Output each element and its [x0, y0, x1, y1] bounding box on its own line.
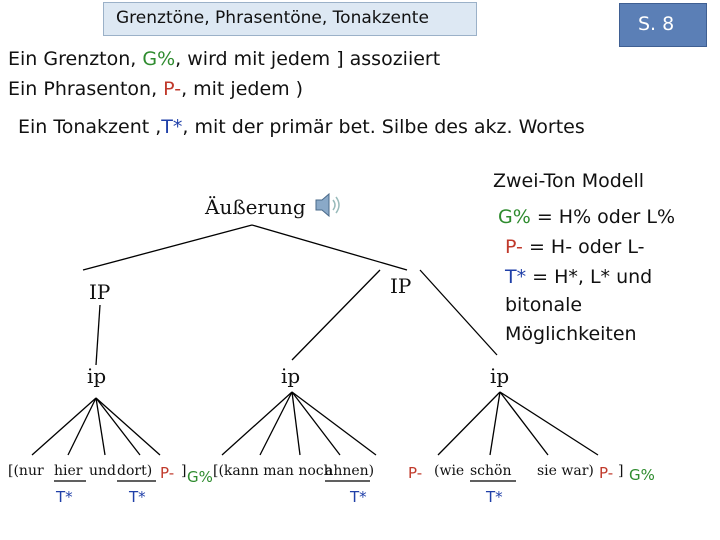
model-line-bitonal: bitonale [505, 294, 583, 316]
def3-suffix: , mit der primär bet. Silbe des akz. Wor… [182, 116, 585, 138]
page-number: S. 8 [638, 13, 675, 35]
word-hier: hier [54, 463, 83, 479]
model-line-t: T* = H*, L* und [505, 266, 652, 288]
tonal-accent-hier: T* [56, 488, 73, 506]
word-nur: [(nur [8, 463, 44, 479]
model-g-symbol: G% [498, 206, 531, 228]
model-t-symbol: T* [505, 266, 527, 288]
bracket-2: ] [618, 463, 624, 479]
definition-line-grenzton: Ein Grenzton, G%, wird mit jedem ] assoz… [8, 48, 440, 70]
slide-title: Grenztöne, Phrasentöne, Tonakzente [116, 8, 429, 28]
model-line-p: P- = H- oder L- [505, 236, 644, 258]
tonal-accent-ahnen: T* [350, 488, 367, 506]
node-aeusserung: Äußerung [205, 195, 306, 219]
phrase-tone-2: P- [408, 464, 423, 482]
edge-ipleft-ip1 [95, 304, 101, 366]
def1-symbol: G% [142, 48, 176, 70]
edge-ipright-ip2 [291, 269, 381, 361]
def2-suffix: , mit jedem ) [181, 78, 304, 100]
word-und: und [89, 463, 116, 479]
node-ip-left: IP [89, 280, 111, 304]
node-ip3: ip [490, 364, 510, 388]
def2-prefix: Ein Phrasenton, [8, 78, 164, 100]
node-ip2: ip [281, 364, 301, 388]
bracket-1: ] [181, 463, 187, 479]
model-line-g: G% = H% oder L% [498, 206, 675, 228]
slide-title-box: Grenztöne, Phrasentöne, Tonakzente [103, 2, 477, 36]
model-p-symbol: P- [505, 236, 523, 258]
model-title: Zwei-Ton Modell [493, 170, 645, 192]
phrase-tone-1: P- [160, 464, 175, 482]
def3-symbol: T* [161, 116, 183, 138]
def2-symbol: P- [163, 78, 182, 100]
node-ip1: ip [87, 364, 107, 388]
node-ip-right: IP [390, 274, 412, 298]
edge-root-ipleft [82, 224, 253, 271]
phrase-tone-3: P- [599, 464, 614, 482]
model-t-rest: = H*, L* und [526, 266, 653, 288]
word-ahnen: ahnen) [325, 463, 375, 479]
definition-line-phrasenton: Ein Phrasenton, P-, mit jedem ) [8, 78, 303, 100]
boundary-tone-1: G% [187, 468, 213, 486]
word-wie: (wie [434, 463, 465, 479]
edge-ipright-ip3 [419, 269, 498, 356]
word-kann-man-noch: [(kann man noch [213, 463, 333, 479]
def1-suffix: , wird mit jedem ] assoziiert [175, 48, 441, 70]
def1-prefix: Ein Grenzton, [8, 48, 143, 70]
edge-root-ipright [251, 224, 408, 271]
definition-line-tonakzent: Ein Tonakzent ,T*, mit der primär bet. S… [18, 116, 585, 138]
word-sie-war: sie war) [537, 463, 594, 479]
word-dort: dort) [117, 463, 153, 479]
model-p-rest: = H- oder L- [522, 236, 645, 258]
model-g-rest: = H% oder L% [530, 206, 676, 228]
word-schoen: schön [470, 463, 512, 479]
tonal-accent-dort: T* [129, 488, 146, 506]
tonal-accent-schoen: T* [486, 488, 503, 506]
boundary-tone-2: G% [629, 466, 655, 484]
model-line-moeglichkeiten: Möglichkeiten [505, 323, 637, 345]
page-number-box: S. 8 [619, 3, 707, 47]
speaker-icon[interactable] [312, 190, 342, 220]
def3-prefix: Ein Tonakzent , [18, 116, 162, 138]
